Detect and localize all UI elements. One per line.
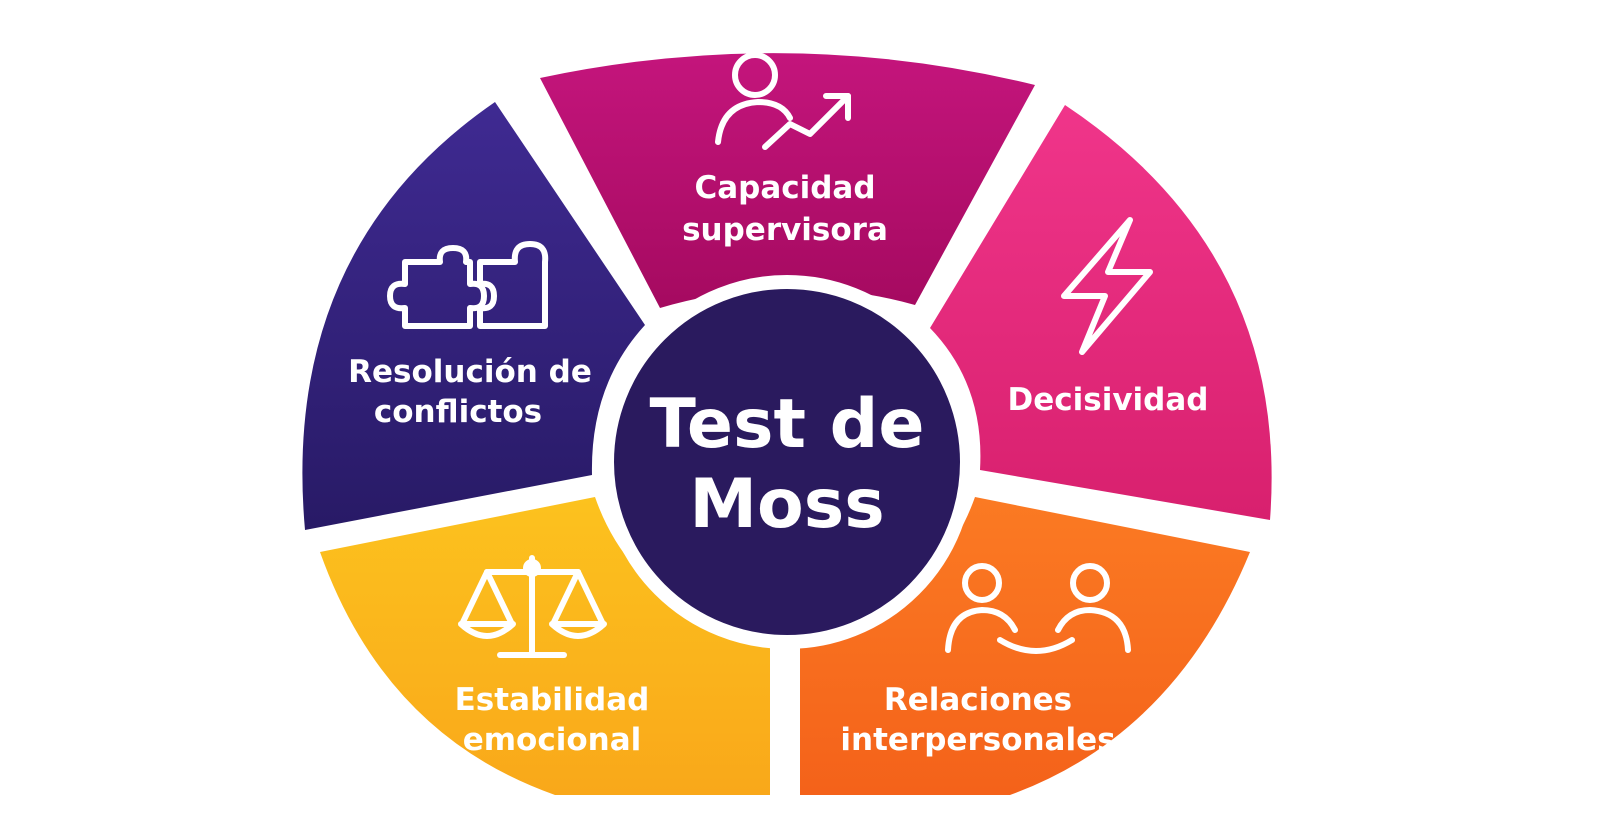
segment-capacidad-supervisora-line2: supervisora bbox=[682, 212, 888, 248]
people-connected-icon bbox=[945, 563, 1131, 654]
center-circle bbox=[600, 275, 974, 649]
segment-relaciones-interpersonales-shape bbox=[800, 497, 1250, 795]
segment-estabilidad-emocional-shape bbox=[320, 497, 770, 795]
segment-relaciones-interpersonales-line1: Relaciones bbox=[884, 682, 1072, 718]
balance-scale-icon bbox=[458, 555, 607, 658]
center-title-line1: Test de bbox=[650, 385, 925, 464]
segment-resolucion-de-conflictos-line2: conflictos bbox=[374, 394, 542, 430]
segment-relaciones-interpersonales-line2: interpersonales bbox=[840, 722, 1115, 758]
puzzle-icon bbox=[387, 241, 549, 329]
segment-relaciones-interpersonales: Relaciones interpersonales bbox=[800, 497, 1250, 795]
segment-decisividad-label: Decisividad bbox=[1008, 382, 1209, 418]
segment-resolucion-de-conflictos-shape bbox=[302, 102, 645, 530]
segment-capacidad-supervisora-shape bbox=[540, 53, 1035, 308]
segment-capacidad-supervisora-line1: Capacidad bbox=[694, 170, 875, 206]
center-hub: Test de Moss bbox=[600, 275, 974, 649]
segment-estabilidad-emocional-line2: emocional bbox=[463, 722, 642, 758]
segment-estabilidad-emocional-line1: Estabilidad bbox=[455, 682, 650, 718]
center-title-line2: Moss bbox=[689, 465, 884, 544]
segment-capacidad-supervisora: Capacidad supervisora bbox=[540, 52, 1035, 308]
lightning-icon bbox=[1061, 217, 1153, 355]
segment-estabilidad-emocional: Estabilidad emocional bbox=[320, 497, 770, 795]
segment-resolucion-de-conflictos-line1: Resolución de bbox=[348, 354, 592, 390]
person-growth-icon bbox=[715, 52, 851, 150]
segment-decisividad: Decisividad bbox=[930, 105, 1272, 520]
segment-resolucion-de-conflictos: Resolución de conflictos bbox=[302, 102, 645, 530]
